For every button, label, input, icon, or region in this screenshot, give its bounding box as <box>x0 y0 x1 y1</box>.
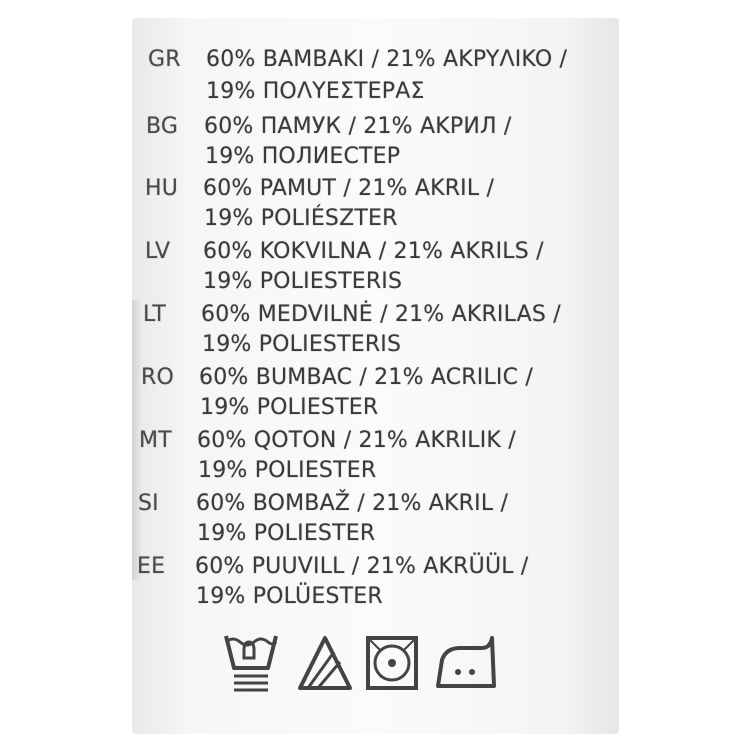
composition-line: 60% BOMBAŽ / 21% AKRIL / <box>196 491 509 516</box>
composition-line: 60% MEDVILNĖ / 21% AKRILAS / <box>201 302 561 327</box>
composition-line: 60% QOTON / 21% AKRILIK / <box>197 428 516 453</box>
composition-line: 19% ПОЛИЕСТЕР <box>205 144 401 169</box>
composition-row-ro-line1: RO 60% BUMBAC / 21% ACRILIC / <box>141 362 533 394</box>
composition-line: 19% POLIESTER <box>198 458 377 483</box>
care-symbols <box>222 628 502 698</box>
composition-line: 60% BAMBAKI / 21% AKPYΛIKO / <box>206 47 568 72</box>
composition-row-lv-line1: LV 60% KOKVILNA / 21% AKRILS / <box>145 236 544 268</box>
composition-row-lt-line1: LT 60% MEDVILNĖ / 21% AKRILAS / <box>143 299 561 331</box>
composition-line: 60% ПАМУК / 21% AKPИЛ / <box>204 114 512 139</box>
composition-line: 60% PUUVILL / 21% AKRÜÜL / <box>195 554 529 579</box>
language-code: MT <box>139 428 172 453</box>
composition-line: 19% POLÜESTER <box>196 584 383 609</box>
language-code: GR <box>148 47 181 72</box>
composition-row-gr-line1: GR 60% BAMBAKI / 21% AKPYΛIKO / <box>148 44 567 76</box>
composition-line: 19% POLIESTER <box>200 395 379 420</box>
language-code: EE <box>137 554 166 579</box>
composition-line: 19% ΠΟΛΥΕΣΤΕΡΑΣ <box>206 79 425 104</box>
composition-row-si-line2: 19% POLIESTER <box>197 518 375 550</box>
fabric-label <box>132 18 619 734</box>
composition-row-lv-line2: 19% POLIESTERIS <box>203 266 402 298</box>
wash-tub-hand-wash-icon <box>224 635 278 692</box>
composition-line: 19% POLIESTERIS <box>203 269 403 294</box>
fabric-fold-shadow <box>132 300 142 580</box>
composition-row-mt-line1: MT 60% QOTON / 21% AKRILIK / <box>139 425 516 457</box>
composition-row-ee-line2: 19% POLÜESTER <box>196 581 383 613</box>
language-code: RO <box>141 365 175 390</box>
composition-row-hu-line2: 19% POLIÉSZTER <box>204 203 398 235</box>
language-code: SI <box>138 491 159 516</box>
composition-row-gr-line2: 19% ΠΟΛΥΕΣΤΕΡΑΣ <box>206 76 425 108</box>
bleach-triangle-icon <box>298 636 352 690</box>
composition-row-si-line1: SI 60% BOMBAŽ / 21% AKRIL / <box>138 488 508 520</box>
language-code: BG <box>146 114 179 139</box>
composition-line: 60% KOKVILNA / 21% AKRILS / <box>203 239 544 264</box>
composition-line: 60% BUMBAC / 21% ACRILIC / <box>199 365 533 390</box>
composition-line: 19% POLIESTERIS <box>202 332 402 357</box>
composition-row-lt-line2: 19% POLIESTERIS <box>202 329 401 361</box>
tumble-dry-icon <box>366 636 418 690</box>
iron-icon <box>436 636 496 688</box>
composition-row-mt-line2: 19% POLIESTER <box>198 455 376 487</box>
language-code: LT <box>143 302 167 327</box>
composition-row-bg-line2: 19% ПОЛИЕСТЕР <box>205 141 400 173</box>
composition-line: 19% POLIÉSZTER <box>204 206 398 231</box>
language-code: LV <box>145 239 171 264</box>
language-code: HU <box>145 176 179 201</box>
composition-row-bg-line1: BG 60% ПАМУК / 21% AKPИЛ / <box>146 111 512 143</box>
composition-row-hu-line1: HU 60% PAMUT / 21% AKRIL / <box>145 173 494 205</box>
composition-line: 60% PAMUT / 21% AKRIL / <box>203 176 495 201</box>
composition-row-ee-line1: EE 60% PUUVILL / 21% AKRÜÜL / <box>137 551 529 583</box>
composition-row-ro-line2: 19% POLIESTER <box>200 392 378 424</box>
composition-line: 19% POLIESTER <box>197 521 376 546</box>
